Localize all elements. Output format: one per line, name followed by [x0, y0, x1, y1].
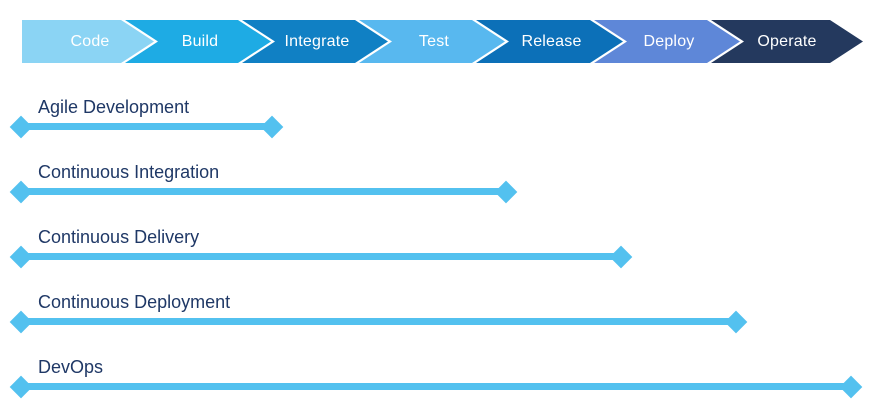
practice-row-continuous-delivery: Continuous Delivery: [0, 227, 875, 275]
stage-label-release: Release: [521, 32, 582, 50]
span-start-diamond-icon: [9, 245, 33, 268]
pipeline-stage-bar: Code Build Integrate Test Release Deploy…: [0, 20, 875, 63]
practice-label: Continuous Integration: [38, 162, 220, 182]
span-end-diamond-icon: [260, 115, 284, 138]
practice-label: Agile Development: [38, 97, 190, 117]
stage-label-deploy: Deploy: [643, 32, 695, 50]
practice-row-devops: DevOps: [0, 357, 875, 405]
practice-row-agile-development: Agile Development: [0, 97, 875, 145]
practice-label: DevOps: [38, 357, 104, 377]
span-end-diamond-icon: [724, 310, 748, 333]
stage-label-test: Test: [418, 32, 450, 50]
span-start-diamond-icon: [9, 115, 33, 138]
span-line: [21, 123, 272, 130]
stage-label-build: Build: [181, 32, 219, 50]
practice-label: Continuous Deployment: [38, 292, 231, 312]
span-start-diamond-icon: [9, 375, 33, 398]
span-end-diamond-icon: [609, 245, 633, 268]
span-line: [21, 318, 736, 325]
span-start-diamond-icon: [9, 180, 33, 203]
span-start-diamond-icon: [9, 310, 33, 333]
practice-row-continuous-integration: Continuous Integration: [0, 162, 875, 210]
practice-label: Continuous Delivery: [38, 227, 200, 247]
span-line: [21, 253, 621, 260]
span-end-diamond-icon: [494, 180, 518, 203]
span-line: [21, 188, 506, 195]
stage-label-integrate: Integrate: [284, 32, 350, 50]
span-line: [21, 383, 851, 390]
stage-label-code: Code: [70, 32, 110, 50]
practice-row-continuous-deployment: Continuous Deployment: [0, 292, 875, 340]
stage-label-operate: Operate: [757, 32, 817, 50]
span-end-diamond-icon: [839, 375, 863, 398]
